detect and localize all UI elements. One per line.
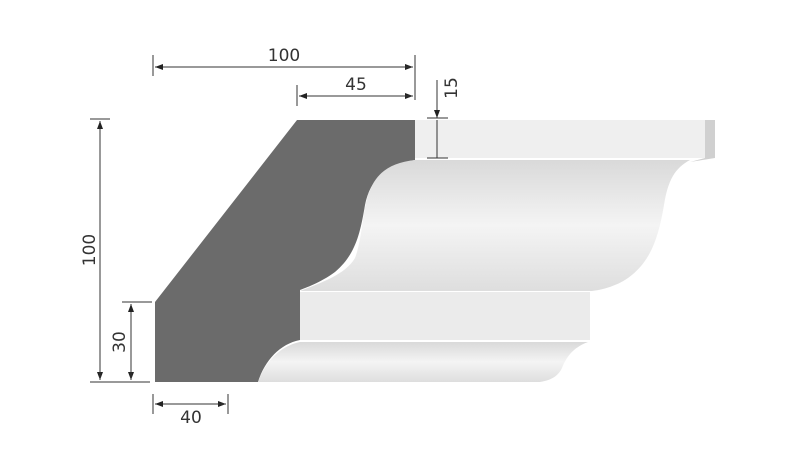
molding-profile [300, 160, 690, 291]
section-cut [155, 120, 415, 382]
molding-top-band [415, 120, 715, 158]
dim-top-total: 100 [268, 46, 300, 66]
dim-top-band: 15 [442, 77, 462, 99]
dim-bottom-width: 40 [180, 408, 202, 428]
dimension-lines [90, 55, 448, 414]
dim-height-total: 100 [80, 234, 100, 266]
molding-step [300, 292, 590, 340]
molding-top-band-shadow [690, 120, 715, 162]
dim-bottom-height: 30 [110, 331, 130, 353]
molding-lower-cove [258, 342, 588, 382]
dim-top-projection: 45 [345, 75, 367, 95]
